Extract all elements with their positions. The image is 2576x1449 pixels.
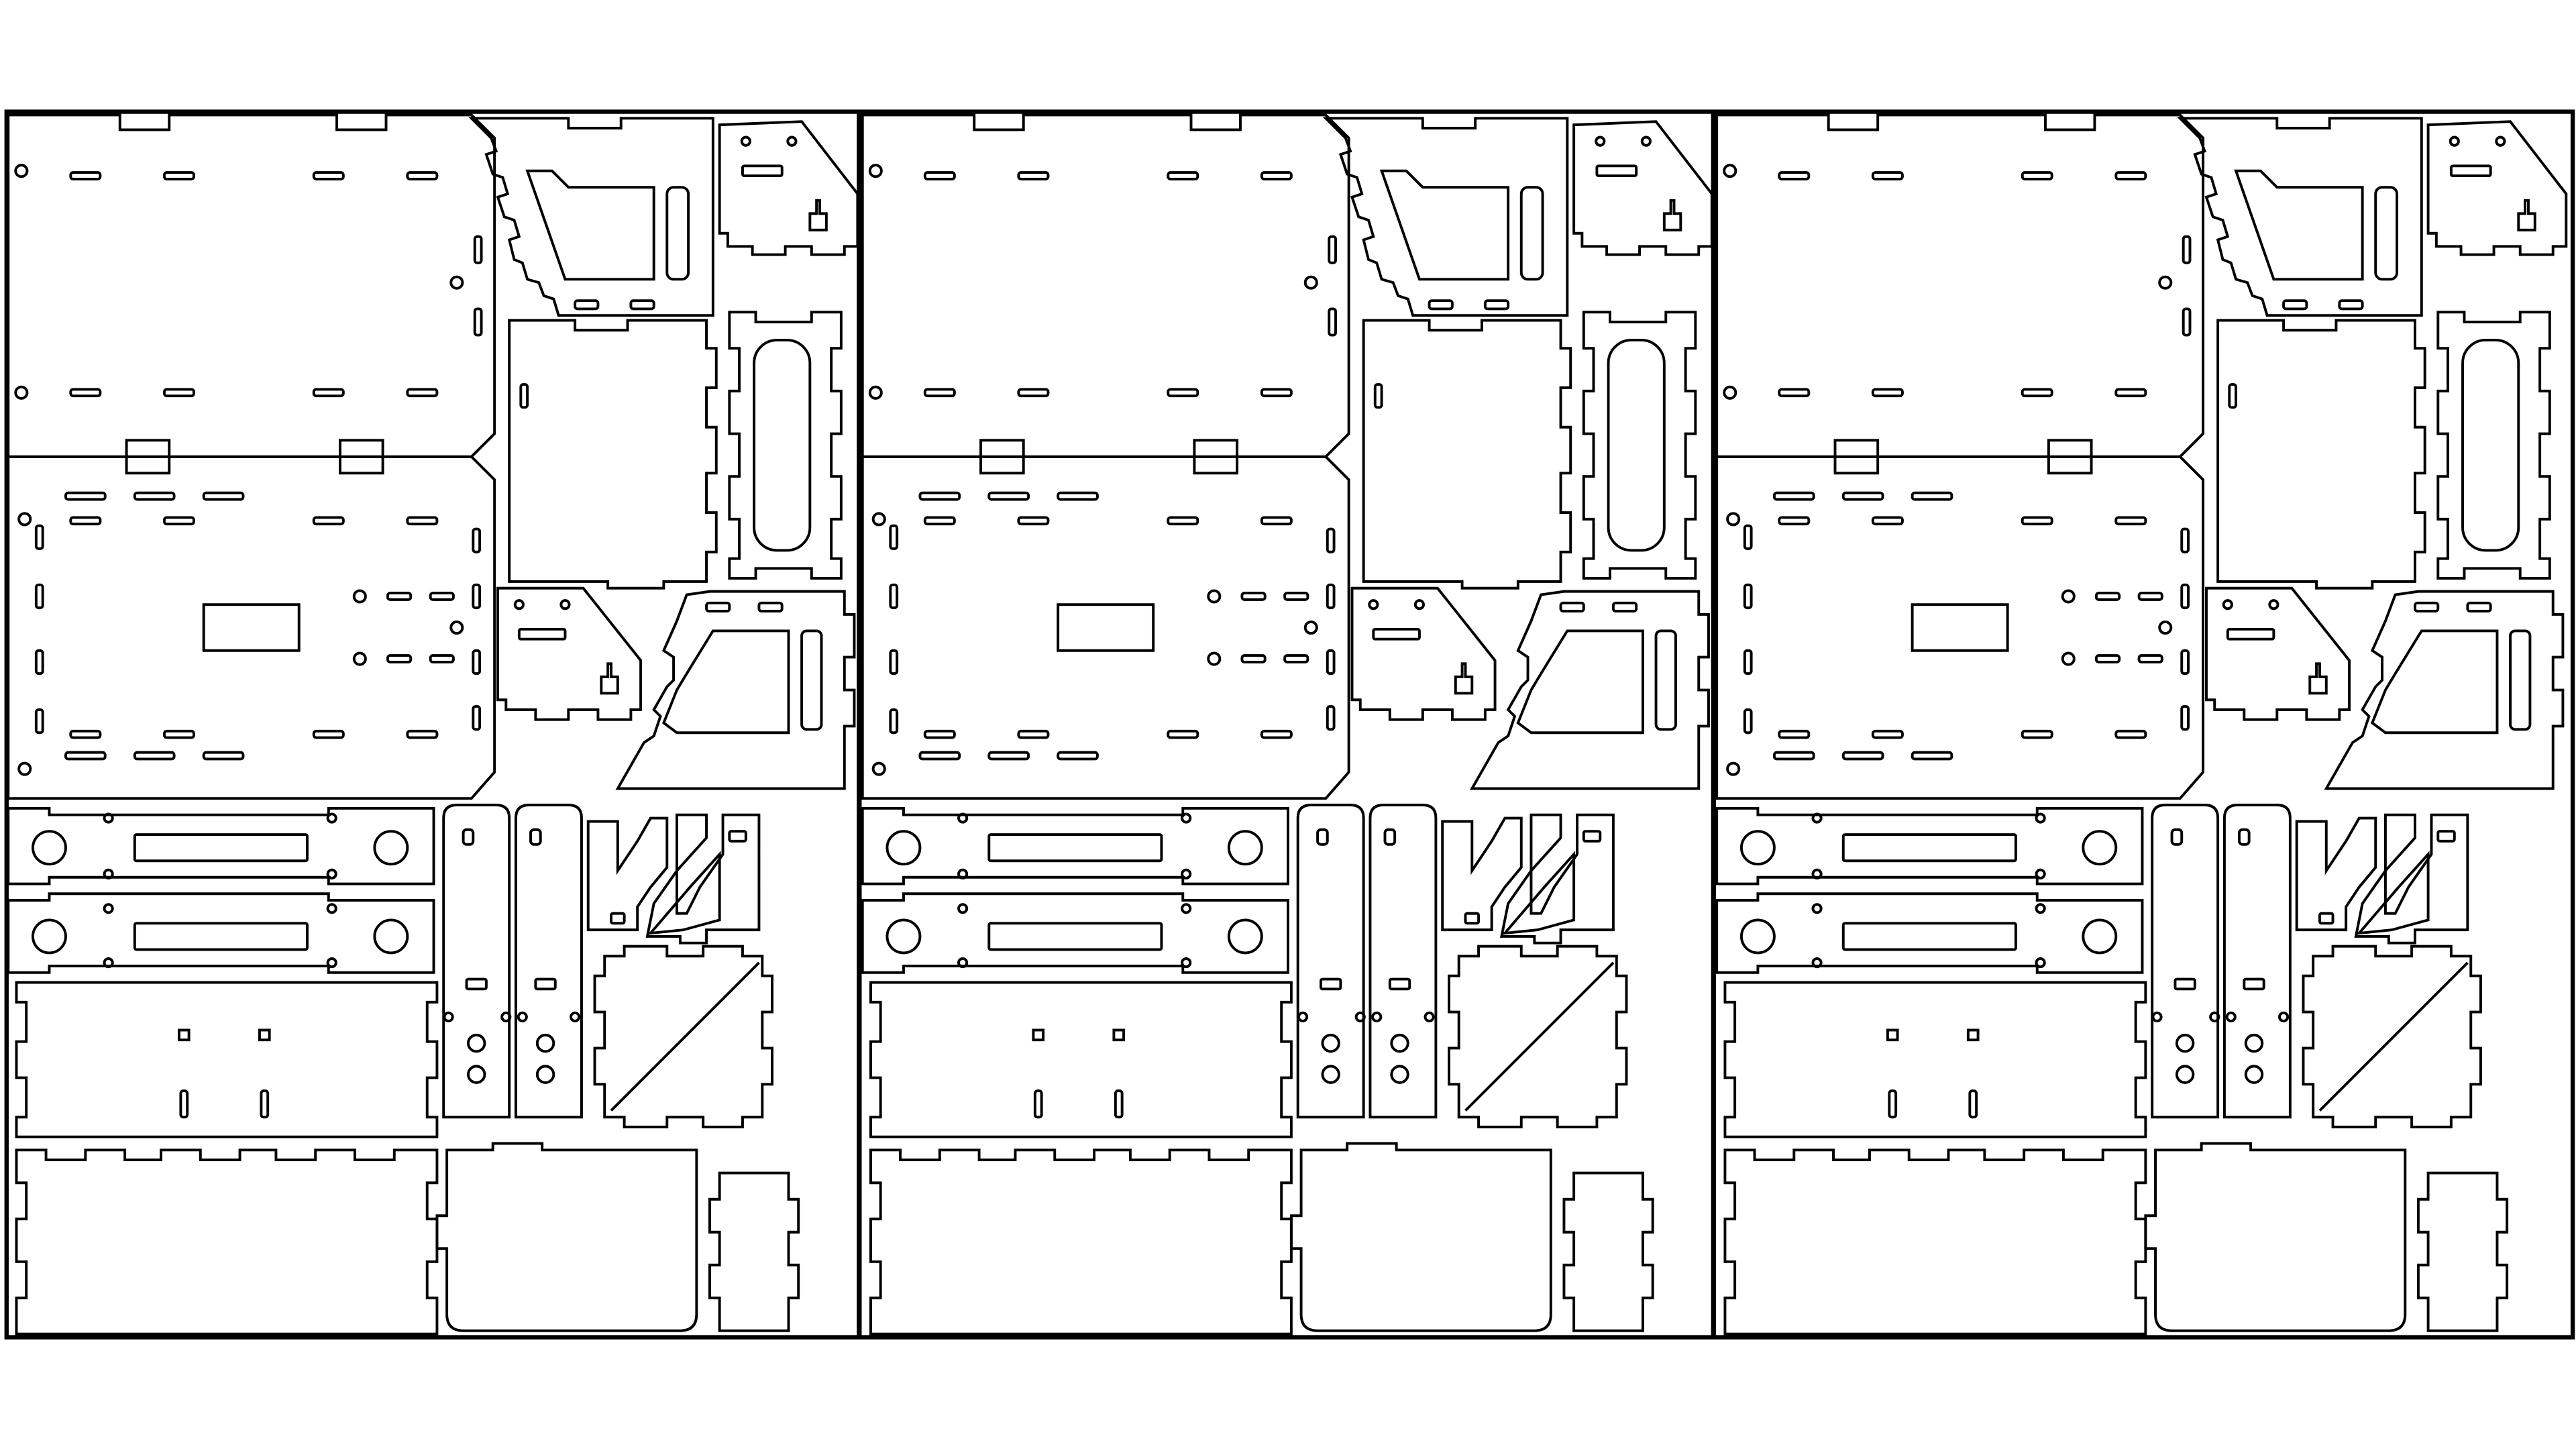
nesting-panel-3 bbox=[1715, 113, 2568, 1336]
nesting-panel-2 bbox=[861, 113, 1713, 1336]
sheet-border bbox=[4, 109, 2575, 1340]
nesting-panel-1 bbox=[7, 113, 859, 1336]
